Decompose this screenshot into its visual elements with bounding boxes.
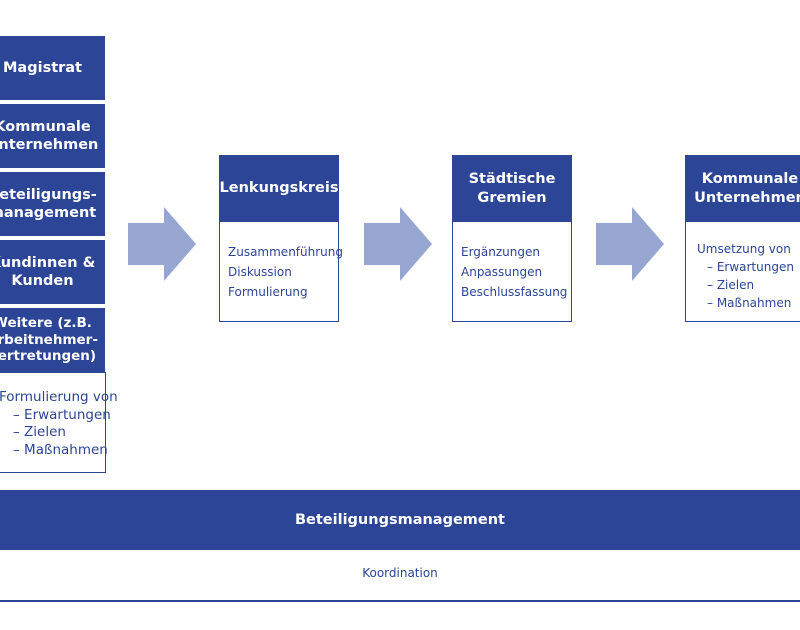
left-item-label: Arbeitnehmer-: [0, 331, 98, 348]
step-title-line: Kommunale: [701, 171, 799, 188]
step-body-line: Formulierung: [228, 285, 308, 299]
arrow-right-icon: [596, 207, 664, 281]
left-item-magistrat: Magistrat: [0, 36, 105, 100]
left-stakeholder-body: Formulierung von – Erwartungen – Zielen …: [0, 372, 118, 473]
left-item-label: vertretungen): [0, 348, 97, 365]
step-lenkungskreis-body: Zusammenführung Diskussion Formulierung: [219, 221, 343, 322]
step-body-line: Ergänzungen: [461, 245, 540, 259]
step-body-intro: Umsetzung von: [697, 242, 791, 256]
left-item-label: management: [0, 205, 97, 221]
left-item-label: Kundinnen &: [0, 254, 96, 271]
coordination-band: Beteiligungsmanagement: [0, 490, 800, 550]
step-title-line: Unternehmen: [694, 189, 800, 206]
step-body-line: Beschlussfassung: [461, 285, 568, 299]
step-body-line: Zusammenführung: [228, 245, 343, 259]
arrow-right-icon: [128, 207, 196, 281]
step-body-point: – Erwartungen: [707, 260, 794, 274]
step-unternehmen-body: Umsetzung von – Erwartungen – Zielen – M…: [685, 221, 800, 322]
left-item-kundinnen-kunden: Kundinnen & Kunden: [0, 240, 105, 304]
bottom-divider: [0, 600, 800, 602]
band-subtitle: Koordination: [362, 566, 438, 580]
left-body-point: – Erwartungen: [13, 406, 111, 423]
step-body-line: Diskussion: [228, 265, 292, 279]
band-title: Beteiligungsmanagement: [294, 512, 505, 528]
arrow-right-icon: [364, 207, 432, 281]
left-item-label: Unternehmen: [0, 137, 99, 153]
left-item-label: Magistrat: [3, 59, 82, 76]
step-unternehmen-title: Kommunale Unternehmen: [685, 155, 800, 222]
left-item-label: Kommunale: [0, 118, 91, 135]
step-title-line: Gremien: [477, 189, 547, 206]
step-gremien-title: Städtische Gremien: [452, 155, 572, 222]
step-body-point: – Maßnahmen: [707, 296, 792, 310]
left-body-intro: Formulierung von: [0, 389, 118, 405]
left-item-weitere: Weitere (z.B. Arbeitnehmer- vertretungen…: [0, 308, 105, 372]
step-title-line: Städtische: [468, 171, 556, 188]
left-item-label: Beteiligungs-: [0, 186, 97, 203]
left-body-point: – Zielen: [13, 424, 66, 440]
left-item-kommunale-unternehmen: Kommunale Unternehmen: [0, 104, 105, 168]
left-item-label: Weitere (z.B.: [0, 314, 92, 331]
left-body-point: – Maßnahmen: [13, 441, 108, 458]
step-body-line: Anpassungen: [461, 265, 543, 279]
step-body-point: – Zielen: [707, 278, 755, 292]
step-gremien-body: Ergänzungen Anpassungen Beschlussfassung: [452, 221, 572, 322]
left-item-label: Kunden: [11, 273, 74, 289]
left-item-beteiligungsmanagement: Beteiligungs- management: [0, 172, 105, 236]
step-title-line: Lenkungskreis: [219, 180, 339, 197]
step-lenkungskreis-title: Lenkungskreis: [219, 155, 339, 222]
